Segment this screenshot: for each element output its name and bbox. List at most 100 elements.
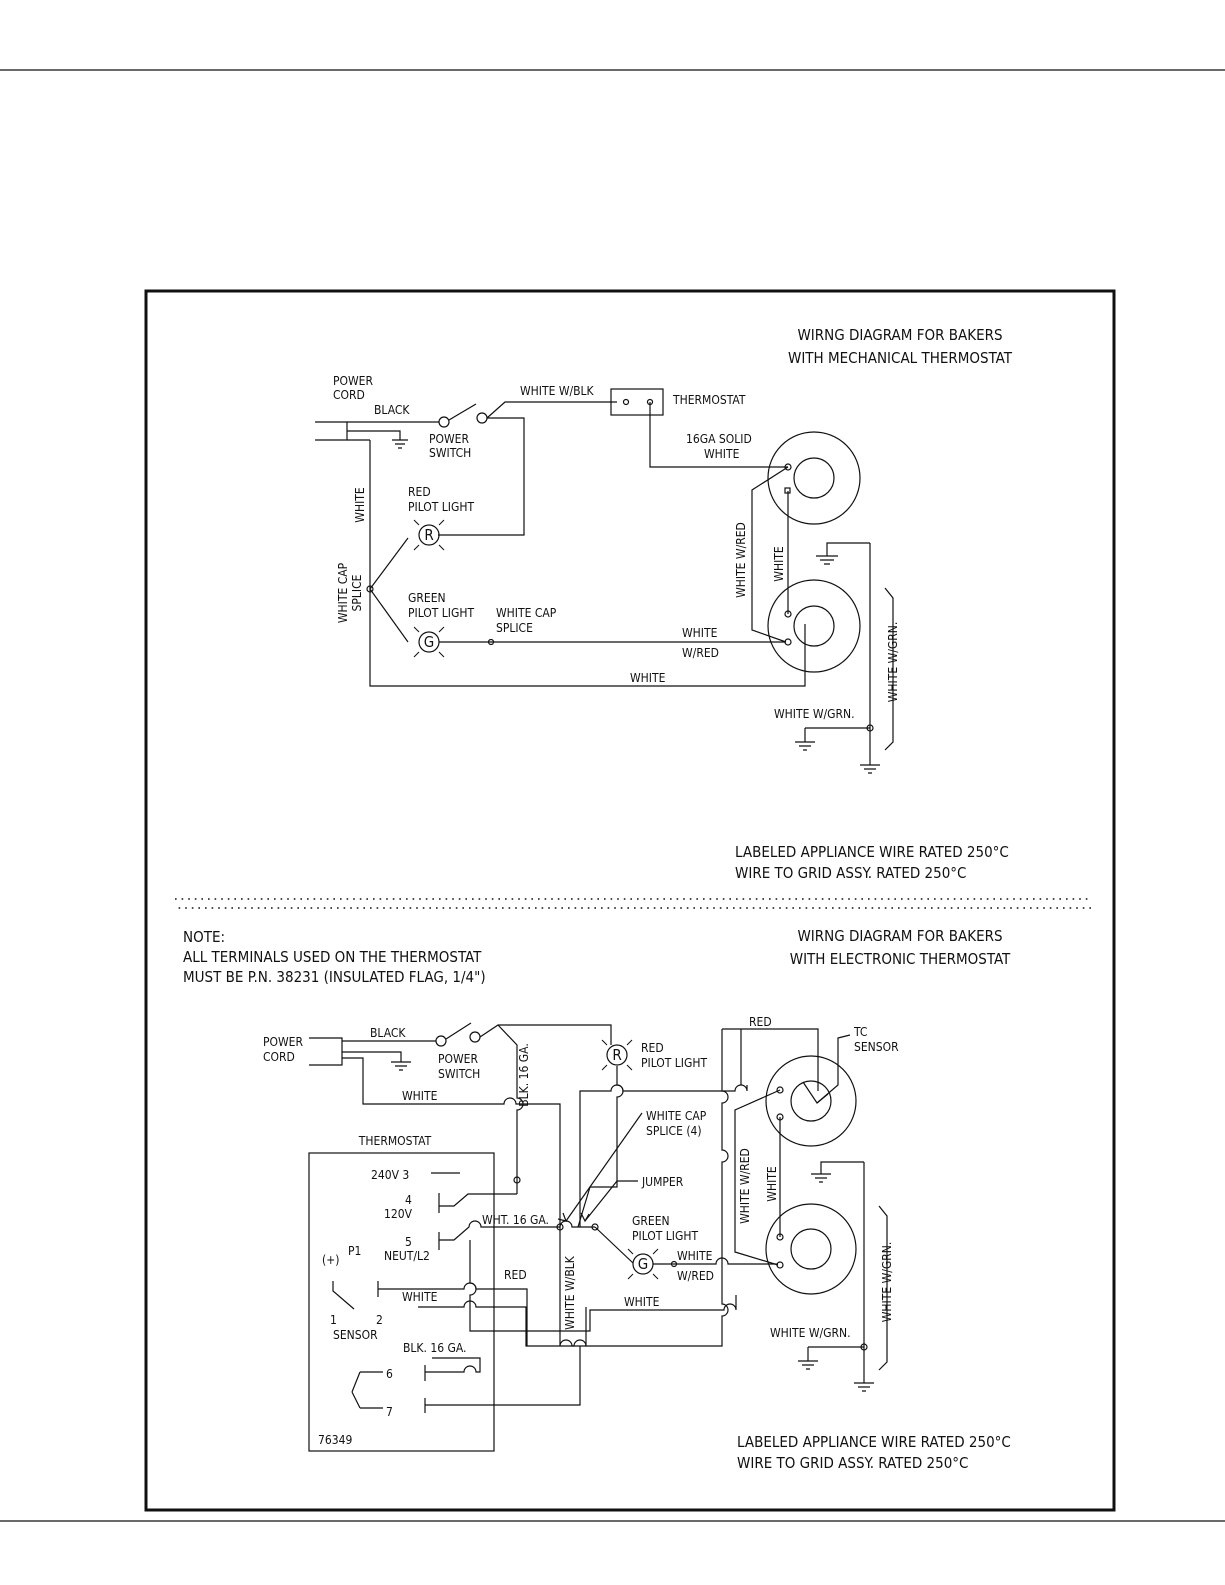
top-white-w-red-line1: WHITE: [682, 626, 718, 640]
top-chassis-ground-icon: [860, 543, 880, 774]
top-splice-mid-line1: WHITE CAP: [496, 606, 557, 620]
bottom-tc-sensor-lead: [816, 1034, 851, 1104]
bottom-red-pilot-line1: RED: [641, 1041, 664, 1055]
bottom-white-w-grn-label: WHITE W/GRN.: [770, 1326, 851, 1340]
top-mid-splice-dot: [487, 638, 495, 646]
bottom-white-w-grn-ground: [798, 1346, 864, 1370]
bottom-element-white-w-red-wire: [734, 1089, 781, 1266]
top-power-cord-plug: [315, 421, 348, 441]
bottom-tc-line2: SENSOR: [854, 1040, 899, 1054]
top-lower-heating-element: [767, 579, 861, 673]
p1-label: P1: [348, 1244, 361, 1258]
top-power-switch-2: SWITCH: [429, 446, 471, 460]
bottom-green-pilot-symbol: G: [638, 1255, 648, 1273]
bottom-black-label: BLACK: [370, 1026, 406, 1040]
bottom-red-pilot-light-icon: [601, 1039, 633, 1071]
splice-callout-line1: WHITE CAP: [646, 1109, 707, 1123]
jumper-arrow: [580, 1212, 590, 1223]
bottom-white-w-red-line1: WHITE: [677, 1249, 713, 1263]
sensor-terminal-1: [332, 1281, 355, 1310]
bottom-cord-ground-symbol: [342, 1051, 411, 1071]
top-title-line1: WIRNG DIAGRAM FOR BAKERS: [797, 326, 1002, 344]
top-green-pilot-symbol: G: [424, 633, 434, 651]
terminal-6-7-contacts: [351, 1371, 383, 1409]
top-white-w-grn-label: WHITE W/GRN.: [774, 707, 855, 721]
terminal-5-tab: [438, 1220, 560, 1250]
bottom-green-pilot-line2: PILOT LIGHT: [632, 1229, 698, 1243]
bottom-blk-16ga-wire: [497, 1024, 524, 1180]
bottom-red-top-run: [722, 1028, 819, 1091]
top-white-w-red-line2: W/RED: [682, 646, 719, 660]
top-white-w-grn-ground: [795, 727, 870, 751]
terminal-7: 7: [386, 1405, 393, 1419]
terminal-4-tab: [438, 1193, 517, 1213]
splice-bridge: [559, 1220, 595, 1228]
terminal-7-tab: [424, 1346, 581, 1413]
diagram-frame: [144, 289, 1116, 1512]
splice-callout-line2: SPLICE (4): [646, 1124, 702, 1138]
top-splice-mid-line2: SPLICE: [496, 621, 533, 635]
terminal-5: 5: [405, 1235, 412, 1249]
top-power-cord-1: POWER: [333, 374, 374, 388]
bottom-red-pilot-line2: PILOT LIGHT: [641, 1056, 707, 1070]
bottom-red-bus-upper: [579, 1084, 748, 1227]
terminal-120v: 120V: [384, 1207, 413, 1221]
plus-label: (+): [322, 1253, 339, 1267]
jumper-label: JUMPER: [641, 1175, 684, 1189]
top-upper-terminal-a: [784, 463, 792, 471]
terminal-6-tab: [424, 1357, 481, 1381]
top-16ga-line2: WHITE: [704, 447, 740, 461]
note-line2: ALL TERMINALS USED ON THE THERMOSTAT: [183, 948, 482, 966]
top-black-label: BLACK: [374, 403, 410, 417]
bottom-switch-terminal-b: [469, 1031, 481, 1043]
bottom-white-cord-wire: [342, 1057, 561, 1227]
top-splice-left-line1: WHITE CAP: [336, 562, 350, 623]
splice-callout-arrow: [557, 1212, 567, 1222]
top-title-line2: WITH MECHANICAL THERMOSTAT: [788, 349, 1013, 367]
bottom-power-switch-1: POWER: [438, 1052, 479, 1066]
bottom-tc-line1: TC: [853, 1025, 867, 1039]
bottom-white-w-blk-drop: [559, 1227, 587, 1347]
terminal-6: 6: [386, 1367, 393, 1381]
note-line1: NOTE:: [183, 928, 225, 946]
bottom-element-ground-icon: [811, 1161, 864, 1183]
top-red-pilot-line2: PILOT LIGHT: [408, 500, 474, 514]
top-power-cord-2: CORD: [333, 388, 365, 402]
top-white-short-vertical: WHITE: [772, 546, 786, 582]
top-red-pilot-light-icon: [413, 519, 445, 551]
red-wire-label: RED: [504, 1268, 527, 1282]
mechanical-thermostat-diagram: WIRNG DIAGRAM FOR BAKERS WITH MECHANICAL…: [315, 326, 1013, 882]
thermostat-box: [308, 1152, 495, 1452]
top-red-pilot-symbol: R: [424, 526, 433, 544]
bottom-upper-terminal-a: [776, 1086, 784, 1094]
top-left-white-wire: [369, 440, 806, 687]
top-switch-terminal-b: [476, 412, 488, 424]
thermostat-label: THERMOSTAT: [358, 1134, 432, 1148]
bottom-white-w-red-vertical: WHITE W/RED: [738, 1148, 752, 1224]
top-grn-bracket: [884, 587, 894, 751]
sensor-2-label: 2: [376, 1313, 383, 1327]
jumper-leader: [584, 1180, 638, 1222]
top-white-w-blk-label: WHITE W/BLK: [520, 384, 595, 398]
top-white-w-grn-vertical: WHITE W/GRN.: [886, 622, 900, 703]
sensor-label: SENSOR: [333, 1328, 378, 1342]
thermostat-part-no: 76349: [318, 1433, 352, 1447]
top-left-splice-dot: [366, 585, 374, 593]
top-white-w-blk-wire: [486, 401, 617, 419]
top-thermostat-label: THERMOSTAT: [672, 393, 746, 407]
bottom-grn-bracket: [878, 1205, 888, 1371]
bottom-lower-heating-element: [765, 1203, 857, 1295]
top-rating-line1: LABELED APPLIANCE WIRE RATED 250°C: [735, 843, 1009, 861]
top-red-pilot-line1: RED: [408, 485, 431, 499]
bottom-red-pilot-return: [577, 1066, 624, 1228]
bottom-title-line1: WIRNG DIAGRAM FOR BAKERS: [797, 927, 1002, 945]
top-thermostat-box: [610, 388, 664, 416]
top-white-vertical-label: WHITE: [353, 487, 367, 523]
bottom-upper-heating-element: [765, 1055, 857, 1147]
top-splice-left-line2: SPLICE: [350, 574, 364, 611]
white-w-blk-vertical: WHITE W/BLK: [563, 1255, 577, 1330]
bottom-red-wire: [418, 1029, 729, 1347]
top-splice-branches: [369, 537, 409, 643]
bottom-white-short-vertical: WHITE: [765, 1166, 779, 1202]
